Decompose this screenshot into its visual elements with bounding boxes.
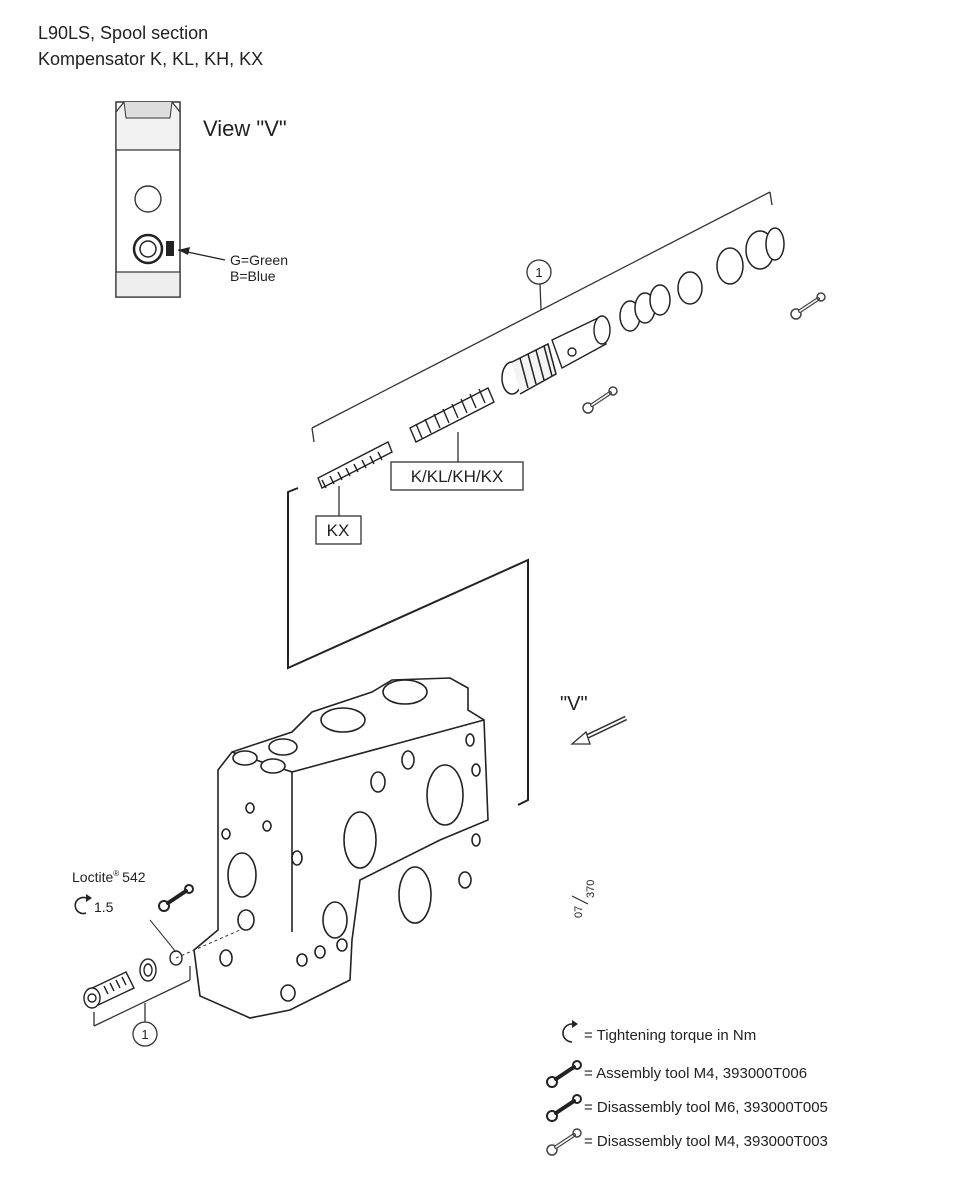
legend: = Tightening torque in Nm = Assembly too… [545, 1020, 828, 1157]
color-code-green: G=Green [230, 252, 288, 268]
spring-kx [317, 441, 393, 489]
loctite-reg: ® [113, 869, 119, 878]
valve-housing [193, 677, 489, 1019]
kx-label-box [315, 515, 362, 545]
legend-assembly-tool-m4-icon [545, 1059, 583, 1089]
diagram-title: L90LS, Spool section [38, 23, 209, 43]
legend-item-3: = Disassembly tool M4, 393000T003 [584, 1133, 828, 1150]
assembly-frame [287, 487, 529, 806]
drawing-ref-bottom: 370 [585, 880, 597, 898]
ring-set [619, 227, 785, 332]
washer [139, 958, 157, 982]
spring-variant-label-box [390, 461, 524, 491]
legend-disassembly-tool-m6-icon [545, 1093, 583, 1123]
spool-body [551, 315, 611, 370]
loctite-label: Loctite®542 [72, 869, 146, 885]
spring-variant-label: K/KL/KH/KX [411, 467, 504, 486]
disassembly-tool-icon-spool [581, 385, 619, 415]
legend-torque-icon [562, 1020, 578, 1043]
assembly-tool-icon-screw [157, 883, 195, 913]
diagram-subtitle: Kompensator K, KL, KH, KX [38, 49, 264, 69]
item-callout-1-lower [132, 1021, 158, 1047]
loctite-name: Loctite [72, 869, 113, 885]
torque-icon [74, 894, 92, 915]
legend-disassembly-tool-m4-icon [545, 1127, 583, 1157]
view-v-block [115, 101, 226, 298]
kit-bracket-lower [93, 966, 191, 1027]
screw [83, 971, 135, 1009]
loctite-number: 542 [122, 869, 146, 885]
view-direction-label: "V" [560, 693, 588, 715]
spring-kx-label: KX [327, 521, 350, 540]
item-callout-1-upper [526, 259, 552, 285]
spring-large [501, 342, 557, 395]
disassembly-tool-icon-plug [789, 291, 827, 321]
item-number-upper: 1 [535, 265, 542, 280]
loctite-leader [149, 919, 177, 953]
kit-bracket-upper [311, 191, 773, 443]
color-code-blue: B=Blue [230, 268, 276, 284]
drawing-ref-top: 07 [573, 906, 585, 918]
drawing-ref: 07 370 [571, 880, 597, 918]
legend-item-0: = Tightening torque in Nm [584, 1027, 756, 1044]
view-direction-arrow [570, 715, 628, 745]
item-number-lower: 1 [141, 1027, 148, 1042]
legend-item-2: = Disassembly tool M6, 393000T005 [584, 1099, 828, 1116]
legend-item-1: = Assembly tool M4, 393000T006 [584, 1065, 807, 1082]
spring-k-kl-kh-kx [409, 387, 495, 443]
view-v-label: View "V" [203, 116, 287, 141]
loctite-torque-value: 1.5 [94, 899, 114, 915]
